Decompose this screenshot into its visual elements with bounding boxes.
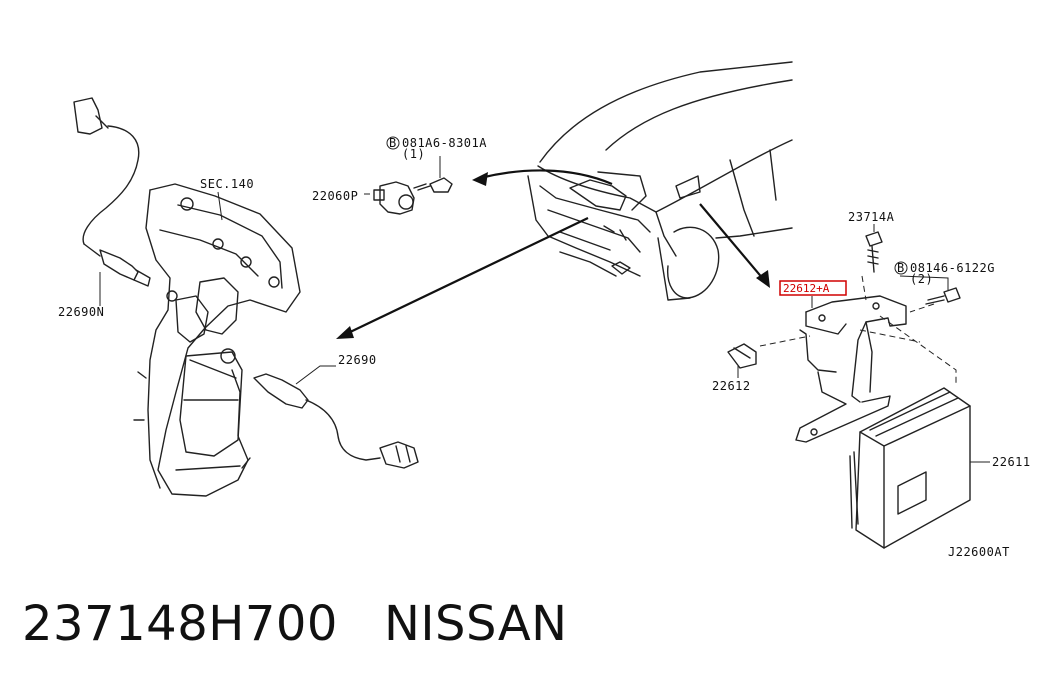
brand-name: NISSAN [383,596,568,652]
bolt-symbol-top-letter: B [389,136,397,150]
dashed-guide-lines [759,275,957,386]
o2-sensor-upper-drawing [73,97,151,306]
ecu-drawing [849,387,990,549]
label-sec: SEC.140 [200,177,254,191]
leader-lines [217,191,813,308]
label-diagram-code: J22600AT [948,545,1010,559]
label-sensor-lower: 22690 [338,353,377,367]
small-bracket-drawing [727,343,757,378]
part-number: 237148H700 [22,596,338,652]
ecu-bracket-drawing [795,295,907,443]
label-sensor-upper: 22690N [58,305,104,319]
bolt-top-drawing [413,156,453,193]
footer-caption: 237148H700 NISSAN [22,596,614,652]
bolt-right-drawing [899,275,961,305]
vehicle-front-drawing [527,61,793,301]
label-bracket-highlight[interactable]: 22612+A [783,282,830,295]
bolt-symbol-right [894,261,908,275]
label-knock-sensor: 22060P [312,189,358,203]
label-bracket-small: 22612 [712,379,751,393]
screw-drawing [865,224,883,273]
o2-sensor-lower-drawing [253,365,419,469]
label-bolt-right-code: 08146-6122G [910,261,995,275]
label-bolt-top-code: 081A6-8301A [402,136,487,150]
exhaust-manifold-drawing [133,183,301,497]
pointer-arrows [336,169,770,339]
label-bolt-right-qty: (2) [910,272,933,286]
parts-diagram: SEC.140 22690N 22690 22060P B 081A6-8301… [58,61,1031,559]
bolt-symbol-right-letter: B [897,261,905,275]
highlight-box [779,280,847,296]
label-ecu: 22611 [992,455,1031,469]
knock-sensor-drawing [364,181,415,215]
bolt-symbol-top [386,136,400,150]
label-screw: 23714A [848,210,895,224]
label-bolt-top-qty: (1) [402,147,425,161]
